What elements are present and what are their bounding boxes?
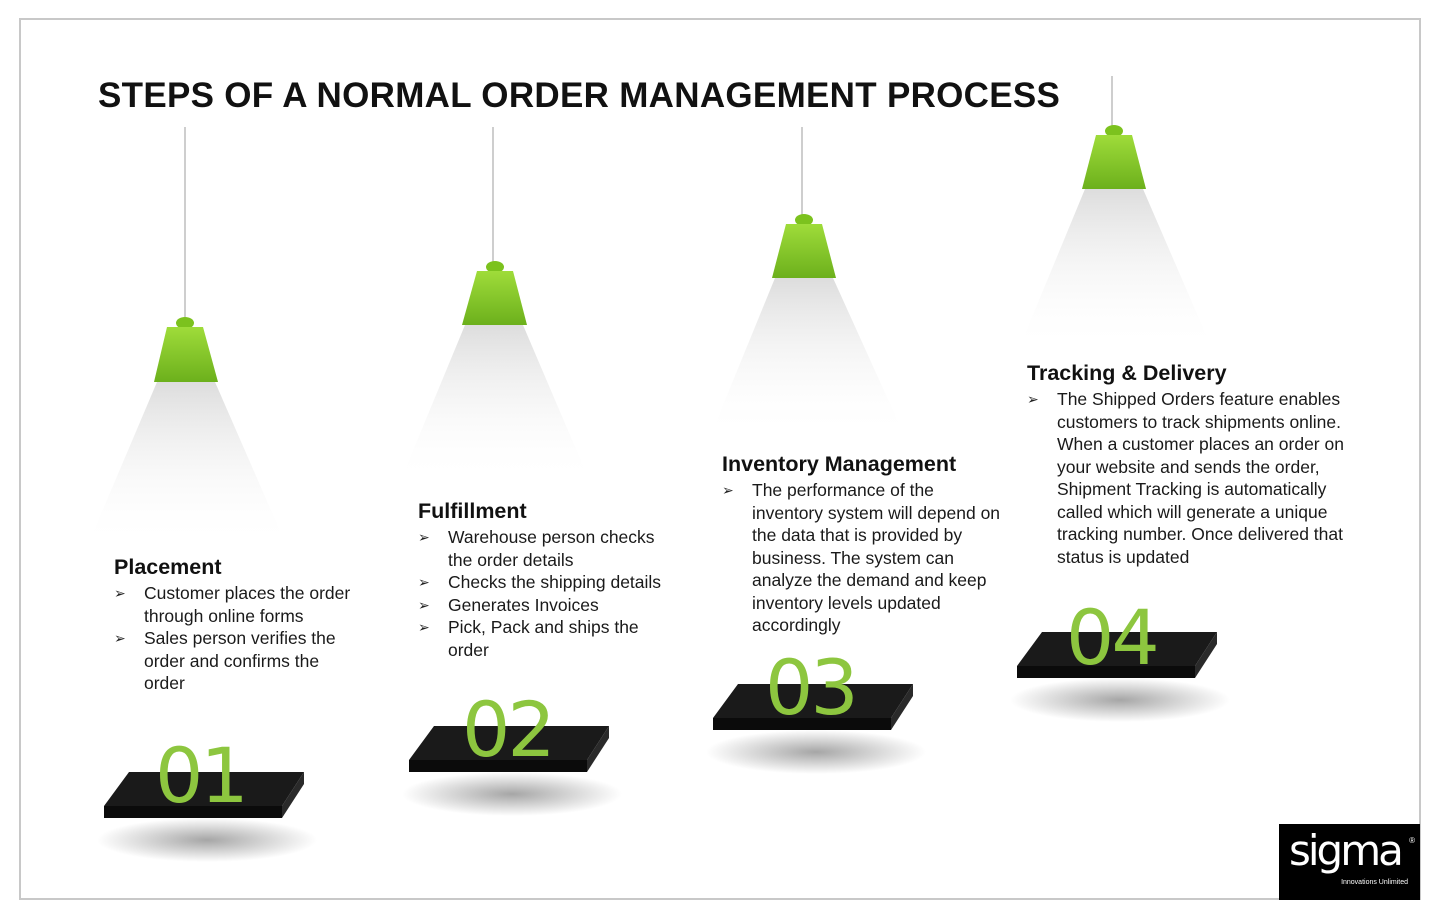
lamp-icon — [87, 127, 287, 547]
lamp-icon — [1018, 76, 1213, 351]
step-title-fulfillment: Fulfillment — [418, 499, 527, 523]
list-item: ➢The Shipped Orders feature enables cust… — [1027, 389, 1344, 567]
list-item: ➢Customer places the order through onlin… — [114, 583, 351, 626]
platform-4 — [1005, 630, 1235, 725]
pendant-lamp-4 — [1013, 76, 1218, 356]
arrow-bullet-icon: ➢ — [418, 596, 430, 613]
pendant-lamp-2 — [395, 127, 595, 482]
sigma-logo: sigma ® Innovations Unlimited — [1279, 824, 1420, 900]
platform-2 — [397, 724, 627, 819]
step-2-bullets: ➢Warehouse person checks the order detai… — [418, 526, 663, 661]
arrow-bullet-icon: ➢ — [722, 482, 734, 498]
step-number-02: 02 — [462, 685, 556, 774]
step-number-03: 03 — [765, 643, 859, 732]
pendant-lamp-1 — [87, 127, 287, 547]
platform-3 — [701, 682, 931, 777]
step-number-01: 01 — [155, 731, 249, 820]
list-item: ➢Pick, Pack and ships the order — [418, 617, 639, 660]
arrow-bullet-icon: ➢ — [418, 529, 430, 545]
arrow-bullet-icon: ➢ — [1027, 391, 1039, 407]
lamp-icon — [400, 127, 590, 482]
list-item: ➢Generates Invoices — [418, 594, 599, 615]
arrow-bullet-icon: ➢ — [418, 574, 430, 590]
step-title-tracking-delivery: Tracking & Delivery — [1027, 361, 1227, 385]
step-1-bullets: ➢Customer places the order through onlin… — [114, 582, 354, 695]
arrow-bullet-icon: ➢ — [418, 619, 430, 635]
step-3-bullets: ➢The performance of the inventory system… — [722, 479, 1002, 637]
pendant-lamp-3 — [705, 127, 905, 437]
registered-mark: ® — [1409, 836, 1415, 845]
list-item: ➢Sales person verifies the order and con… — [114, 628, 336, 693]
step-4-bullets: ➢The Shipped Orders feature enables cust… — [1027, 388, 1362, 568]
step-title-placement: Placement — [114, 555, 222, 579]
platform-1 — [92, 770, 322, 865]
step-number-04: 04 — [1066, 593, 1160, 682]
list-item: ➢The performance of the inventory system… — [722, 480, 1001, 635]
arrow-bullet-icon: ➢ — [114, 585, 126, 601]
list-item: ➢Warehouse person checks the order detai… — [418, 527, 655, 570]
list-item: ➢Checks the shipping details — [418, 572, 662, 592]
page-title: STEPS OF A NORMAL ORDER MANAGEMENT PROCE… — [98, 76, 1061, 115]
logo-wordmark: sigma — [1289, 826, 1404, 875]
step-title-inventory-management: Inventory Management — [722, 452, 957, 476]
lamp-icon — [710, 127, 905, 437]
logo-tagline: Innovations Unlimited — [1341, 879, 1408, 886]
arrow-bullet-icon: ➢ — [114, 630, 126, 646]
